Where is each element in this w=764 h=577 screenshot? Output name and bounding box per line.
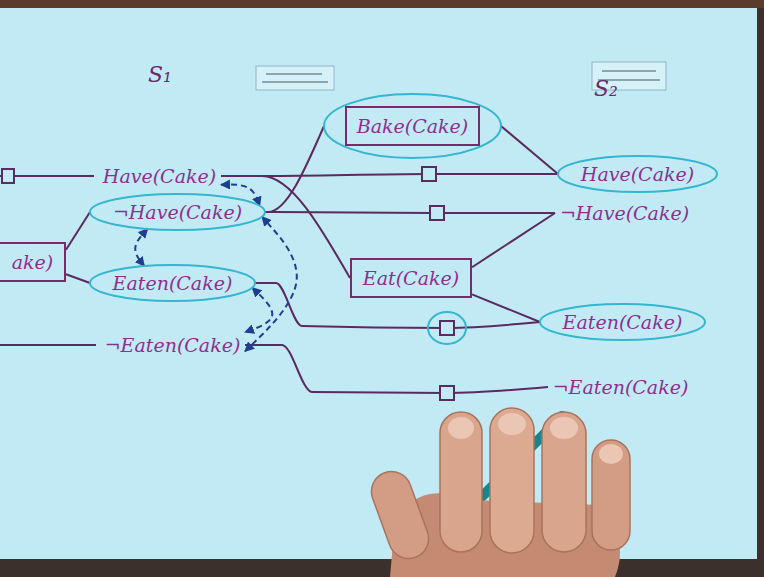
finger bbox=[490, 408, 534, 553]
literal-text: Eaten(Cake) bbox=[113, 271, 233, 295]
literal: ¬Have(Cake) bbox=[555, 197, 694, 229]
ellipse-outline bbox=[558, 156, 717, 192]
fingernail bbox=[448, 417, 474, 439]
incoming-wire bbox=[0, 344, 96, 346]
link-line bbox=[265, 126, 324, 212]
link-line bbox=[472, 213, 555, 267]
mutex-arc bbox=[245, 288, 272, 333]
literal-ellipse: Have(Cake) bbox=[556, 154, 719, 194]
ellipse-outline bbox=[324, 94, 501, 158]
fingernail bbox=[498, 413, 526, 435]
thumb bbox=[366, 466, 434, 564]
action-box: Eat(Cake) bbox=[350, 258, 472, 298]
link-line bbox=[265, 212, 555, 213]
literal-text: Have(Cake) bbox=[103, 164, 216, 188]
ellipse-outline bbox=[90, 265, 255, 301]
state-level-label: S₂ bbox=[594, 76, 618, 102]
action-text: Eat(Cake) bbox=[363, 266, 459, 290]
action-box: ake) bbox=[0, 242, 66, 282]
link-line bbox=[472, 294, 540, 322]
link-line bbox=[245, 345, 548, 393]
literal-text: ¬Eaten(Cake) bbox=[105, 333, 241, 357]
hand-with-pen bbox=[366, 408, 630, 577]
literal: ¬Eaten(Cake) bbox=[100, 329, 245, 361]
literal-text: Eaten(Cake) bbox=[563, 310, 683, 334]
literal-ellipse: ¬Have(Cake) bbox=[88, 192, 267, 232]
literal-ellipse: Eaten(Cake) bbox=[88, 263, 257, 303]
literal-text: Have(Cake) bbox=[581, 162, 694, 186]
ellipse-outline bbox=[90, 194, 265, 230]
noop-square bbox=[2, 169, 14, 183]
action-box: Bake(Cake) bbox=[322, 92, 503, 160]
top-edge bbox=[0, 0, 764, 8]
mutex-arc bbox=[245, 217, 297, 352]
noop-square bbox=[440, 386, 454, 400]
stamp-box bbox=[256, 66, 334, 90]
literal-text: ¬Eaten(Cake) bbox=[553, 375, 689, 399]
literal-text: ¬Have(Cake) bbox=[560, 201, 689, 225]
stamp-mark bbox=[266, 73, 322, 75]
action-text: ake) bbox=[12, 250, 54, 274]
noop-square bbox=[440, 321, 454, 335]
stamp-mark bbox=[262, 81, 328, 83]
noop-square bbox=[422, 167, 436, 181]
literal: Have(Cake) bbox=[98, 160, 221, 192]
stamp-mark bbox=[602, 70, 656, 72]
link-line bbox=[66, 274, 90, 283]
link-line bbox=[221, 174, 558, 176]
literal: ¬Eaten(Cake) bbox=[548, 371, 693, 403]
mutex-arc bbox=[135, 229, 147, 266]
noop-square bbox=[430, 206, 444, 220]
link-line bbox=[501, 126, 558, 174]
finger bbox=[542, 412, 586, 552]
highlight-circle bbox=[428, 312, 466, 344]
ellipse-outline bbox=[540, 304, 705, 340]
fingernail bbox=[599, 444, 623, 464]
link-line bbox=[66, 212, 90, 250]
literal-text: ¬Have(Cake) bbox=[113, 200, 242, 224]
finger bbox=[592, 440, 630, 550]
state-level-label: S₁ bbox=[148, 62, 172, 88]
stamp bbox=[256, 66, 334, 90]
fingernail bbox=[550, 417, 578, 439]
link-line bbox=[221, 176, 350, 278]
literal-ellipse: Eaten(Cake) bbox=[538, 302, 707, 342]
finger bbox=[440, 412, 482, 552]
action-text: Bake(Cake) bbox=[345, 106, 481, 146]
link-line bbox=[255, 283, 540, 328]
